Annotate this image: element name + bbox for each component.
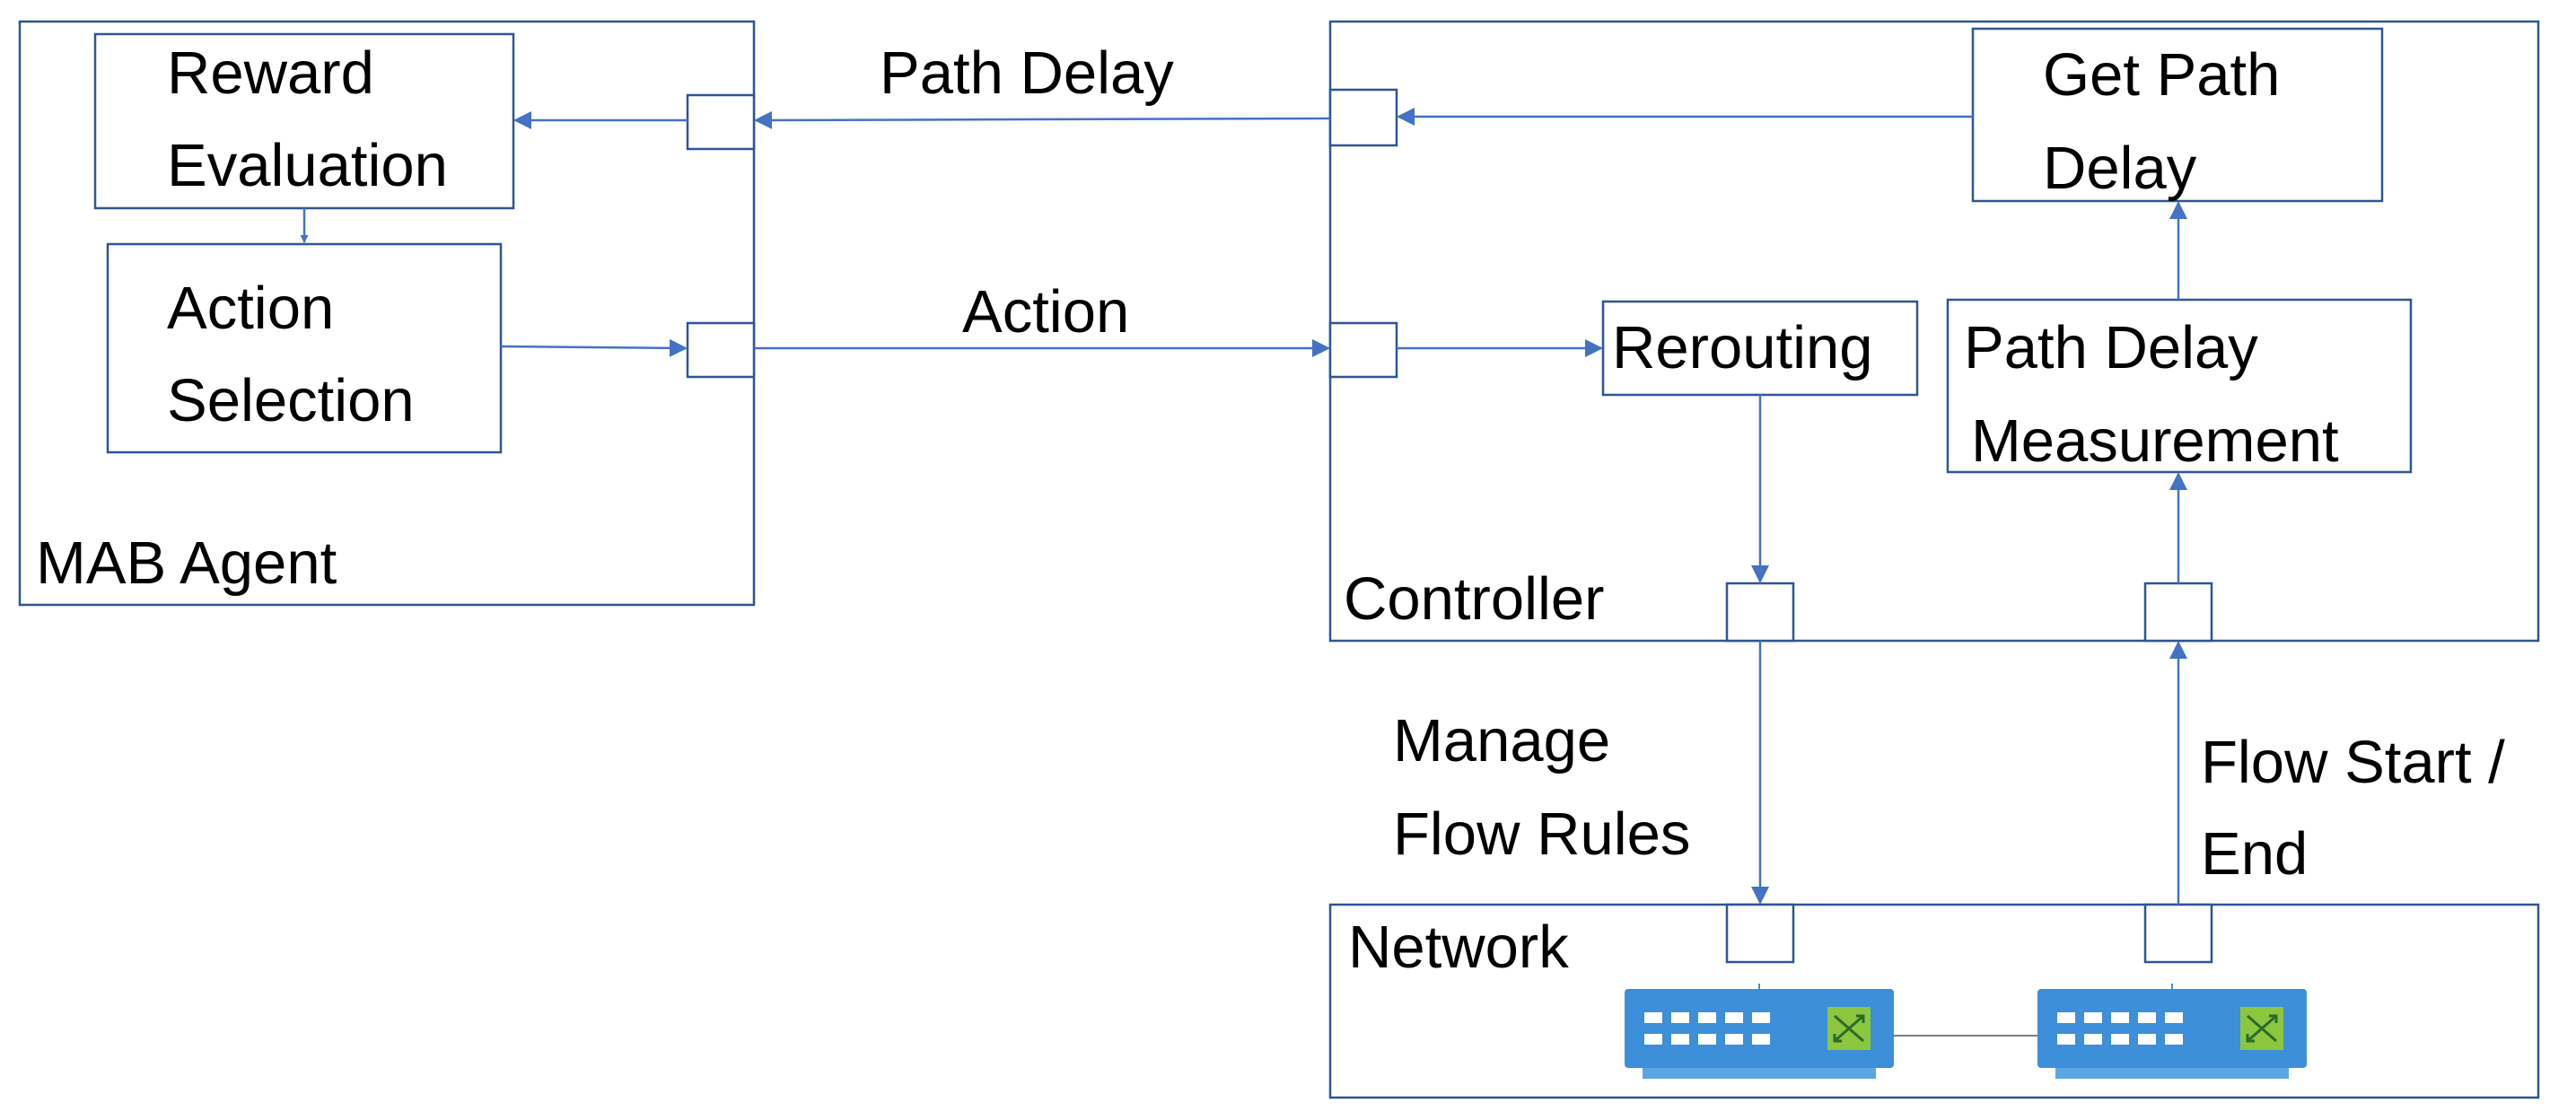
action-selection-label-line1: Action	[167, 275, 334, 342]
manage-flow-rules-label-line2: Flow Rules	[1393, 801, 1690, 868]
reward-evaluation-label-line1: Reward	[167, 39, 374, 107]
flow-start-end-label-line2: End	[2201, 820, 2308, 888]
controller-port-top	[1328, 88, 1398, 147]
controller-port-bottom-left	[1725, 582, 1795, 643]
network-switch-icon	[2037, 984, 2307, 1079]
controller-port-middle	[1328, 321, 1398, 379]
rerouting-box: Rerouting	[1601, 300, 1919, 397]
controller-port-bottom-right	[2143, 582, 2213, 643]
network-port-left	[1725, 903, 1795, 964]
mab-agent-label: MAB Agent	[36, 529, 337, 597]
network-switch-icon	[1625, 984, 1894, 1079]
get-path-delay-label-line2: Delay	[2043, 135, 2197, 202]
reward-evaluation-label-line2: Evaluation	[167, 132, 448, 199]
rerouting-label: Rerouting	[1612, 314, 1873, 381]
network-label: Network	[1348, 914, 1569, 981]
action-selection-label-line2: Selection	[167, 367, 415, 434]
manage-flow-rules-label-line1: Manage	[1393, 707, 1610, 774]
network-port-right	[2143, 903, 2213, 964]
arrow-action-to-port	[500, 338, 688, 357]
path-delay-measurement-label-line1: Path Delay	[1964, 314, 2258, 381]
network-container: Network	[1328, 903, 2540, 1099]
reward-evaluation-box: Reward Evaluation	[93, 32, 515, 210]
get-path-delay-box: Get Path Delay	[1971, 27, 2384, 203]
action-selection-box: Action Selection	[106, 242, 503, 454]
path-delay-measurement-label-line2: Measurement	[1971, 407, 2339, 475]
mab-port-bottom	[686, 321, 756, 379]
path-delay-edge-label: Path Delay	[880, 39, 1174, 107]
controller-label: Controller	[1344, 565, 1604, 633]
action-edge-label: Action	[962, 278, 1129, 346]
get-path-delay-label-line1: Get Path	[2043, 41, 2280, 109]
flow-start-end-label-line1: Flow Start /	[2201, 729, 2505, 796]
path-delay-measurement-box: Path Delay Measurement	[1946, 298, 2413, 475]
arrow-path-delay	[754, 110, 1331, 129]
mab-port-top	[686, 93, 756, 151]
